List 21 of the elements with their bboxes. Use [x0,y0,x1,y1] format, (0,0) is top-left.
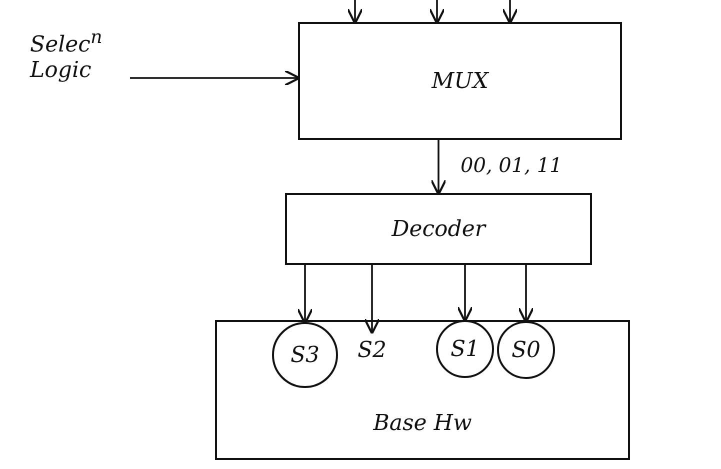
node-label: Decoder [392,216,486,242]
node-label: Base Hw [373,411,472,436]
state-circle [497,321,555,379]
arrow [346,0,364,25]
state-circle [436,320,494,378]
arrow [430,140,447,196]
arrow [428,0,446,25]
node-label: S0 [511,338,541,362]
arrow [456,265,474,323]
arrow [502,0,518,25]
node-label: S1 [450,336,480,362]
node-label: S3 [290,342,320,368]
node-label: MUX [432,68,488,94]
arrow [130,70,301,86]
node-label: Selec$^{n}$ Logic [30,27,104,83]
process-box [285,193,592,265]
process-box [215,320,630,460]
arrow [364,265,380,335]
node-label: S2 [357,338,387,362]
state-circle [272,322,338,388]
process-box [298,22,622,140]
